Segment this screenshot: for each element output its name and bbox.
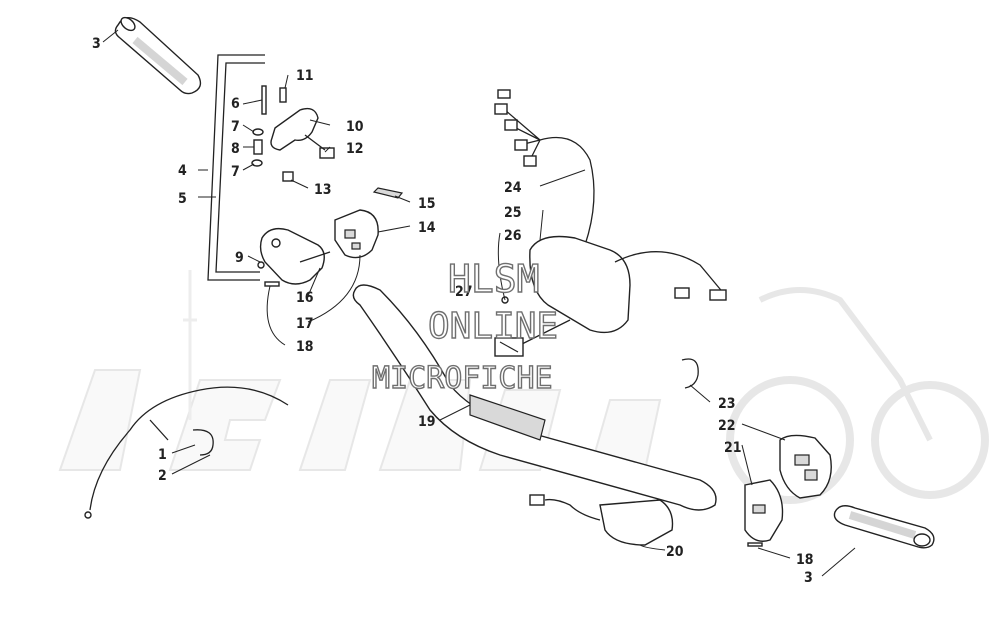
right-grip-part-3: [833, 505, 935, 549]
callout-14: 14: [418, 220, 436, 236]
callout-22: 22: [718, 418, 736, 434]
screw-part-18b: [747, 542, 763, 547]
assembly-bracket-4: [207, 54, 265, 281]
callout-24: 24: [504, 180, 522, 196]
nut-part-13: [282, 171, 294, 182]
callout-labels: 3 11 6 7 10 8 12 4 7 13 5 15 14 9 16 17 …: [92, 36, 814, 586]
callout-26: 26: [504, 228, 522, 244]
callout-9: 9: [235, 250, 244, 266]
leader-lines: [102, 29, 856, 577]
screw-part-18: [264, 281, 280, 287]
callout-7: 7: [231, 164, 240, 180]
watermark-line-1: HLSM: [448, 257, 540, 301]
assembly-bracket-5: [215, 62, 265, 273]
washer-part-7a: [252, 128, 264, 136]
callout-10: 10: [346, 119, 364, 135]
module-part-20: [529, 494, 674, 546]
switch-housing-part-21: [744, 479, 784, 542]
left-grip-part-3: [114, 16, 202, 95]
callout-8: 8: [231, 141, 240, 157]
watermark: HLSM ONLINE MICROFICHE: [371, 256, 558, 396]
throttle-lever-part-10: [270, 107, 335, 159]
switch-housing-part-14: [334, 209, 379, 259]
decal-part-15: [372, 187, 404, 199]
callout-15: 15: [418, 196, 436, 212]
callout-4: 4: [178, 163, 187, 179]
control-housing-part-25: [494, 235, 727, 357]
callout-7: 7: [231, 119, 240, 135]
callout-17: 17: [296, 316, 314, 332]
callout-21: 21: [724, 440, 742, 456]
callout-25: 25: [504, 205, 522, 221]
callout-19: 19: [418, 414, 436, 430]
throttle-cable-part-1: [84, 386, 289, 519]
pin-part-6: [261, 85, 267, 115]
callout-18: 18: [796, 552, 814, 568]
callout-1: 1: [158, 447, 167, 463]
switch-assembly-part-22: [779, 434, 832, 499]
callout-3: 3: [804, 570, 813, 586]
handlebar-part-19: [352, 284, 717, 511]
callout-13: 13: [314, 182, 332, 198]
throttle-housing-part-9: [259, 227, 325, 285]
clip-part-2: [192, 429, 214, 456]
callout-11: 11: [296, 68, 314, 84]
wiring-harness-part-24: [494, 89, 595, 246]
callout-18: 18: [296, 339, 314, 355]
callout-23: 23: [718, 396, 736, 412]
callout-12: 12: [346, 141, 364, 157]
callout-27: 27: [455, 284, 473, 300]
pin-part-11: [279, 87, 287, 103]
callout-20: 20: [666, 544, 684, 560]
bushing-part-8: [253, 139, 263, 155]
callout-5: 5: [178, 191, 187, 207]
washer-part-7b: [251, 159, 263, 167]
callout-16: 16: [296, 290, 314, 306]
watermark-line-3: MICROFICHE: [372, 361, 553, 396]
callout-6: 6: [231, 96, 240, 112]
retainer-part-23: [681, 358, 699, 389]
watermark-line-2: ONLINE: [428, 306, 558, 347]
callout-2: 2: [158, 468, 167, 484]
callout-3: 3: [92, 36, 101, 52]
